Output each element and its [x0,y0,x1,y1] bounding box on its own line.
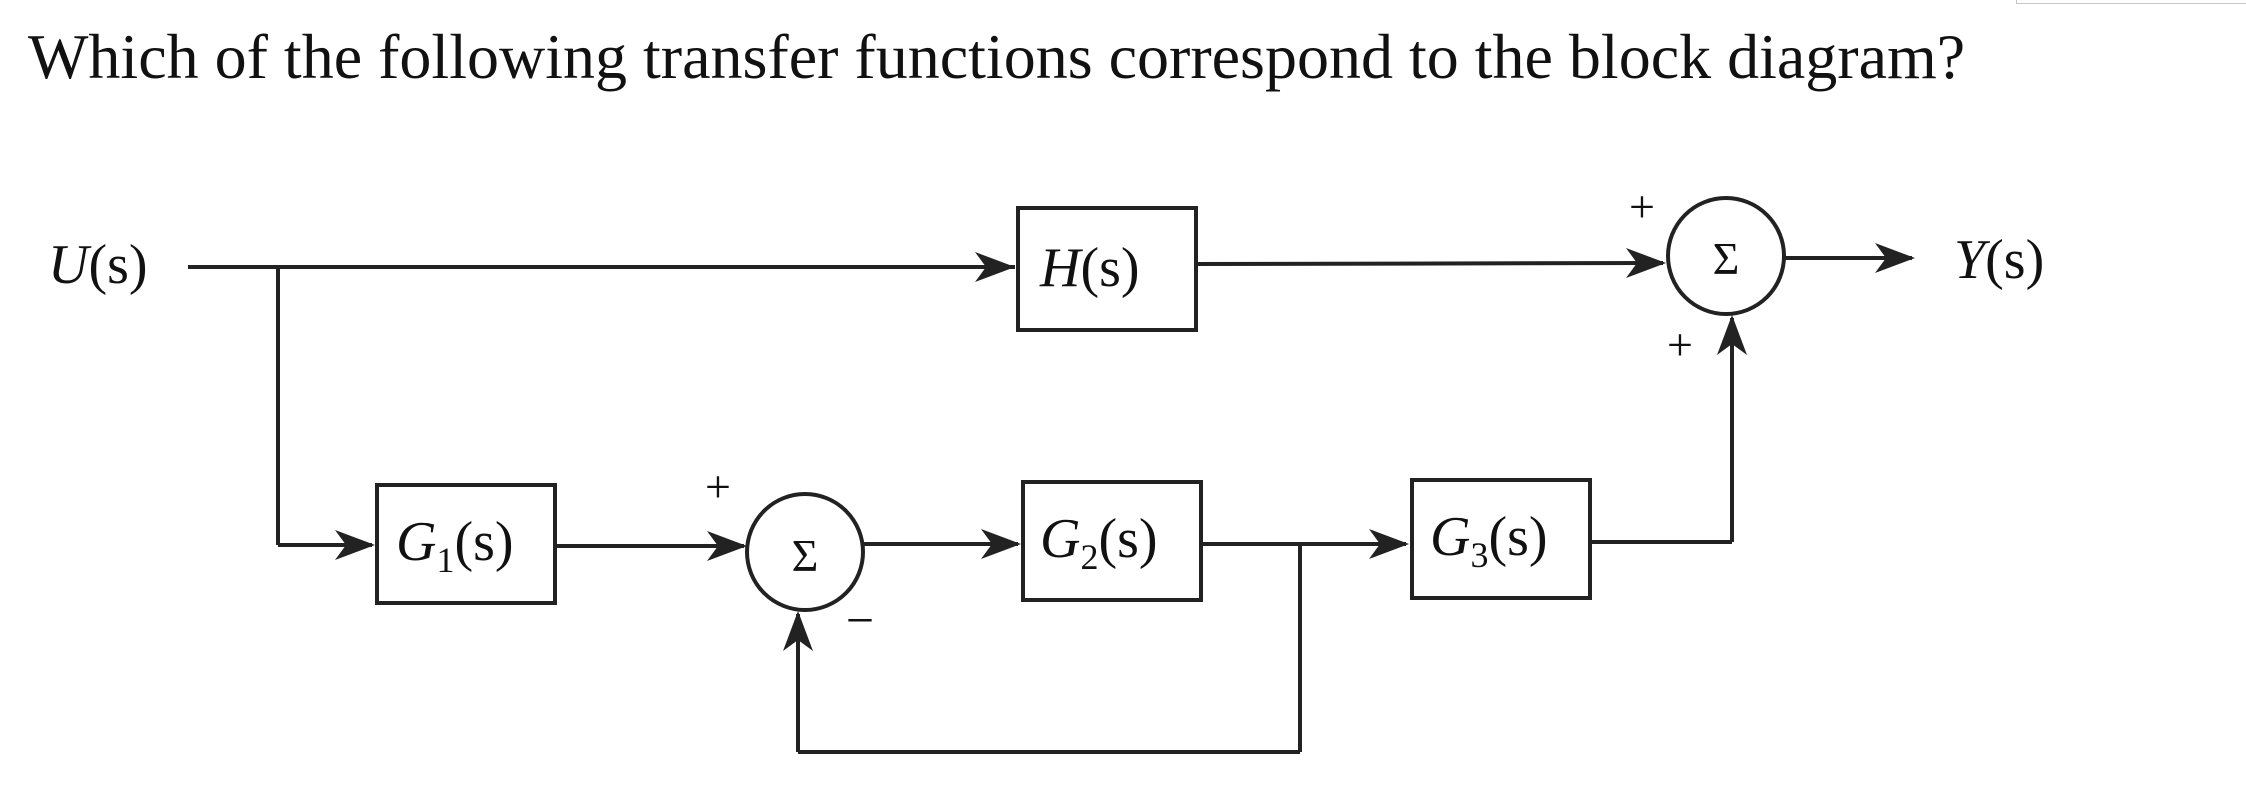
corner-box [2016,0,2246,4]
arrow-to-g1 [335,530,375,560]
arrow-to-inner-sum [707,531,747,561]
wire-h-to-sum [1195,261,1664,266]
block-h [1016,206,1198,332]
arrow-to-h [975,252,1015,282]
sum-inner-symbol: Σ [792,530,819,581]
sum-output-symbol: Σ [1713,233,1740,284]
arrow-to-g2 [981,529,1021,559]
arrow-up-to-inner-sum [783,611,813,651]
block-g1-label: G1(s) [396,511,514,580]
block-g3-label: G3(s) [1430,506,1548,575]
sum-output-plus-top: + [1629,181,1655,232]
question-text: Which of the following transfer function… [28,21,1966,92]
block-h-label: H(s) [1039,237,1140,299]
output-label: Y(s) [1954,229,2044,291]
sum-output-plus-bottom: + [1667,319,1693,370]
summing-junction-inner [745,492,865,612]
input-label: U(s) [48,234,148,296]
block-g3 [1410,478,1592,600]
arrow-up-to-output-sum [1717,315,1747,355]
sum-inner-plus: + [705,461,731,512]
sum-inner-minus: − [846,592,874,648]
arrow-to-g3 [1369,529,1409,559]
block-g1 [375,483,557,605]
block-g2 [1021,480,1203,602]
arrow-to-output [1875,243,1915,273]
block-g2-label: G2(s) [1040,508,1158,577]
arrow-to-output-sum [1626,248,1666,278]
